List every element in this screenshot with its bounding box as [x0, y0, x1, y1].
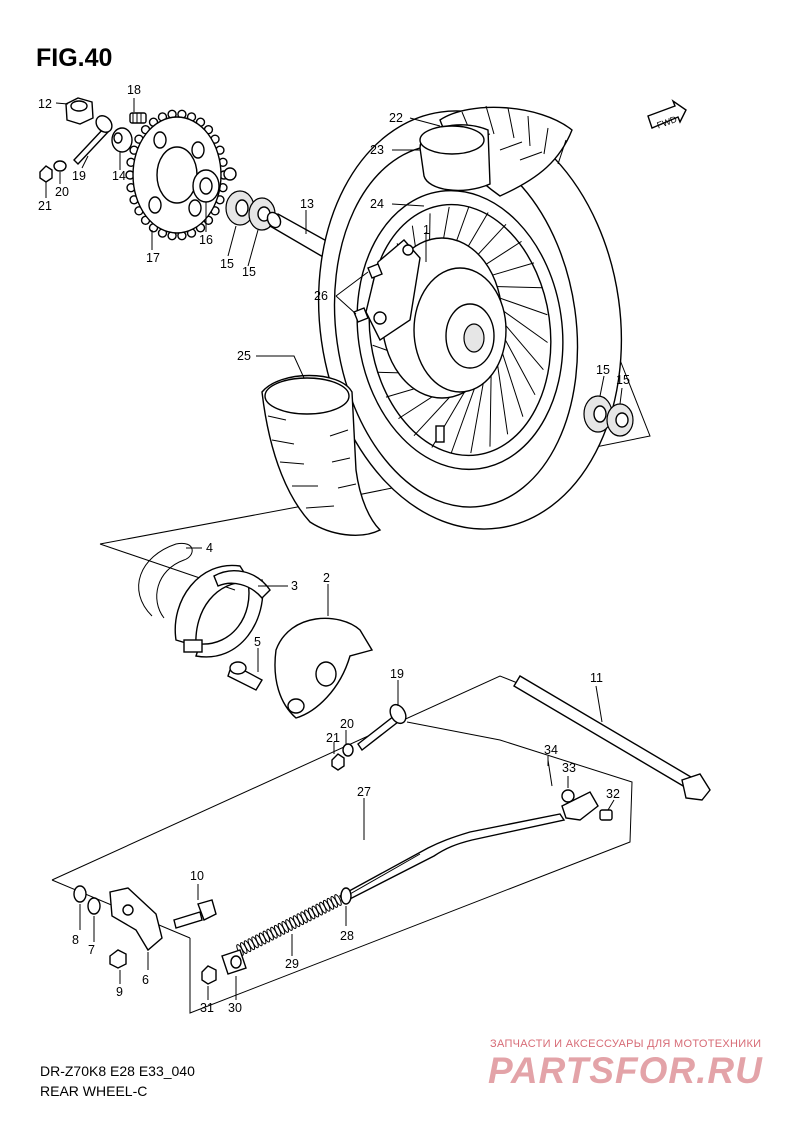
- part-6-stopper: [109, 887, 163, 952]
- callout-12: 12: [38, 97, 52, 111]
- callout-28: 28: [340, 929, 354, 943]
- part-19-bolt: [73, 115, 113, 166]
- part-14-spacer: [111, 127, 133, 153]
- model-code: DR-Z70K8 E28 E33_040: [40, 1063, 195, 1079]
- callout-27: 27: [357, 785, 371, 799]
- callout-19-b: 19: [390, 667, 404, 681]
- part-21-nut: [39, 165, 53, 183]
- part-19-adjuster-bolt: [357, 703, 407, 752]
- callout-32: 32: [606, 787, 620, 801]
- part-28-washer: [340, 887, 352, 905]
- brake-arm: [561, 791, 599, 821]
- stopper-hardware: [73, 885, 217, 969]
- callout-19: 19: [72, 169, 86, 183]
- part-29-spring: [236, 853, 421, 956]
- callout-24: 24: [370, 197, 384, 211]
- callout-14: 14: [112, 169, 126, 183]
- part-18-bolt: [129, 112, 147, 124]
- part-32-bolt: [599, 809, 613, 821]
- callout-22: 22: [389, 111, 403, 125]
- part-7-washer: [87, 897, 101, 915]
- callout-8: 8: [72, 933, 79, 947]
- callout-26: 26: [314, 289, 328, 303]
- callout-9: 9: [116, 985, 123, 999]
- part-12-nut: [65, 97, 94, 125]
- part-16-collar: [192, 167, 237, 203]
- callout-1: 1: [423, 223, 430, 237]
- callout-4: 4: [206, 541, 213, 555]
- callout-29: 29: [285, 957, 299, 971]
- callout-25: 25: [237, 349, 251, 363]
- part-23-tube: [419, 124, 491, 192]
- brake-assembly: [138, 542, 374, 719]
- callout-5: 5: [254, 635, 261, 649]
- callout-20-b: 20: [340, 717, 354, 731]
- callout-21-b: 21: [326, 731, 340, 745]
- callout-18: 18: [127, 83, 141, 97]
- callout-13: 13: [300, 197, 314, 211]
- callout-2: 2: [323, 571, 330, 585]
- callout-11: 11: [590, 671, 603, 685]
- part-8-washer: [73, 885, 87, 903]
- callout-6: 6: [142, 973, 149, 987]
- callout-7: 7: [88, 943, 95, 957]
- figure-caption: REAR WHEEL-C: [40, 1083, 148, 1099]
- part-15-bearing-right: [583, 395, 634, 437]
- part-3-brake-shoe: [174, 564, 271, 658]
- part-26-stud: [353, 263, 383, 323]
- callout-33: 33: [562, 761, 576, 775]
- watermark-tagline: ЗАПЧАСТИ И АКСЕССУАРЫ ДЛЯ МОТОТЕХНИКИ: [490, 1038, 762, 1050]
- part-31-bolt: [201, 965, 217, 985]
- callout-15-b: 15: [242, 265, 256, 279]
- part-5-brake-cam: [227, 661, 263, 691]
- watermark-logo: PARTSFOR.RU: [488, 1050, 763, 1091]
- part-9-nut: [109, 949, 127, 969]
- callout-31: 31: [200, 1001, 214, 1015]
- callout-15-d: 15: [616, 373, 630, 387]
- part-25-tire-section: [261, 374, 382, 536]
- part-20-washer: [53, 160, 67, 172]
- part-2-brake-panel: [274, 617, 374, 719]
- part-33-pin: [561, 789, 575, 803]
- sprocket-assembly: [39, 97, 354, 270]
- part-11-axle: [513, 675, 711, 801]
- callout-21: 21: [38, 199, 52, 213]
- callout-30: 30: [228, 1001, 242, 1015]
- callout-15-c: 15: [596, 363, 610, 377]
- part-34-cotter-pin: [547, 759, 553, 787]
- callout-23: 23: [370, 143, 384, 157]
- callout-20: 20: [55, 185, 69, 199]
- callout-16: 16: [199, 233, 213, 247]
- part-20-washer-lower: [342, 743, 354, 757]
- callout-10: 10: [190, 869, 204, 883]
- part-10-bolt: [173, 899, 217, 929]
- callout-15-a: 15: [220, 257, 234, 271]
- fwd-direction-badge: FWD: [647, 99, 687, 130]
- figure-title: FIG.40: [36, 44, 113, 72]
- callout-labels: 12 18 19 14 20 21 17 16 15 15 13 22 23 2…: [38, 83, 630, 1015]
- part-17-sprocket: [125, 109, 229, 241]
- brake-rod-assembly: [201, 759, 613, 985]
- part-15-bearing: [225, 190, 276, 231]
- axle-hardware: [331, 675, 711, 801]
- rear-wheel-assembly: [261, 105, 634, 536]
- part-21-nut-lower: [331, 753, 345, 771]
- wheel-valve: [435, 425, 445, 443]
- callout-17: 17: [146, 251, 160, 265]
- leader-lines: [45, 98, 623, 1000]
- part-27-brake-rod: [338, 813, 566, 903]
- callout-34: 34: [544, 743, 558, 757]
- callout-3: 3: [291, 579, 298, 593]
- part-30-joint: [221, 949, 247, 975]
